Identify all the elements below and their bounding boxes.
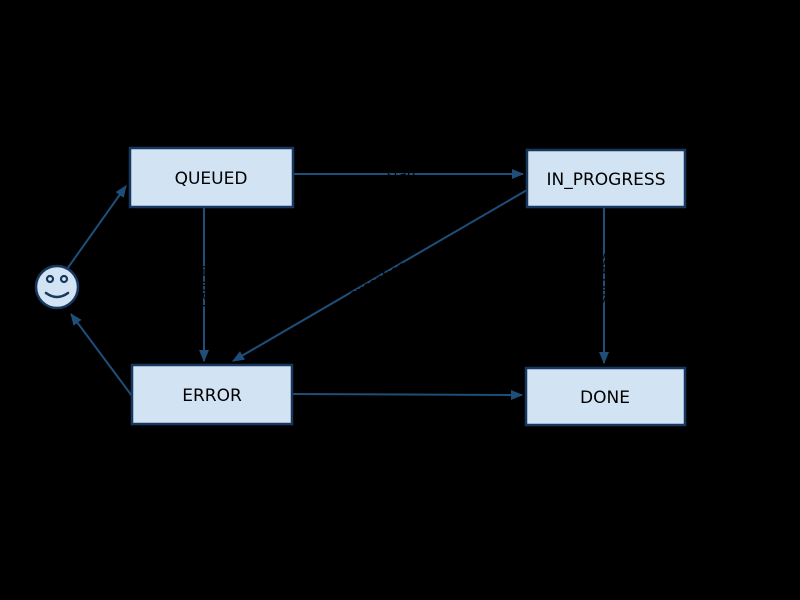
smiley-face-icon	[34, 264, 80, 310]
smiley-right-eye	[59, 274, 69, 284]
edge-error-to-start	[70, 313, 133, 397]
node-queued: QUEUED	[128, 146, 295, 209]
edge-in-progress-to-error	[232, 189, 528, 362]
node-error: ERROR	[130, 363, 294, 426]
edge-label-in-progress-to-error: exception	[347, 259, 410, 304]
edge-error-to-done	[291, 389, 523, 400]
node-done-box	[524, 366, 687, 427]
node-done: DONE	[524, 366, 687, 427]
smiley-left-eye	[45, 274, 55, 284]
node-done-label: DONE	[580, 388, 630, 408]
node-in-progress-box	[525, 148, 687, 209]
node-queued-label: QUEUED	[175, 169, 248, 189]
node-error-label: ERROR	[182, 386, 242, 406]
edge-label-in-progress-to-done: success	[597, 252, 612, 303]
node-queued-box	[128, 146, 295, 209]
node-in-progress-label: IN_PROGRESS	[547, 170, 666, 190]
edges-group	[66, 169, 609, 400]
smiley-mouth	[44, 291, 70, 299]
start-state-node	[34, 264, 80, 310]
edge-label-queued-to-in-progress: start	[387, 168, 417, 183]
edge-label-queued-to-error: cancel	[197, 265, 212, 307]
node-in-progress: IN_PROGRESS	[525, 148, 687, 209]
node-error-box	[130, 363, 294, 426]
edge-start-to-queued	[66, 185, 127, 270]
